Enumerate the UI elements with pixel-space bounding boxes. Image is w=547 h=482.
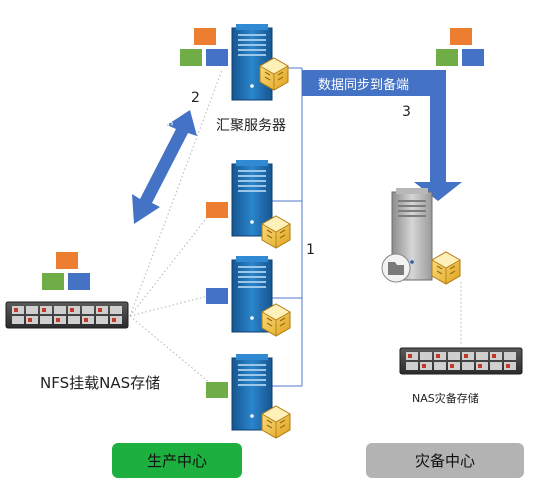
color-blocks-icon (180, 28, 228, 66)
step-two-label: 2 (191, 90, 200, 106)
storage-rack-icon (5, 301, 129, 329)
dr-zone-label: 灾备中心 (414, 452, 475, 470)
production-zone-badge: 生产中心 (112, 443, 242, 478)
nas-link-lines (129, 69, 223, 389)
dr-storage-label: NAS灾备存储 (412, 392, 479, 405)
client-server-b (231, 255, 291, 337)
storage-rack-icon (399, 347, 523, 375)
client-server-c (231, 353, 291, 439)
client-server-a (231, 159, 291, 249)
color-blocks-icon (42, 252, 90, 290)
dr-server (381, 188, 461, 285)
step-one-label: 1 (306, 242, 315, 258)
nas-storage-label: NFS挂载NAS存储 (40, 374, 161, 392)
nas-link-to-server-c (129, 315, 217, 389)
production-zone-label: 生产中心 (146, 452, 207, 470)
green-tag-icon (206, 382, 228, 398)
folder-icon (381, 253, 411, 283)
aggregation-server (231, 23, 289, 101)
db-box-icon (431, 251, 461, 285)
dr-zone-badge: 灾备中心 (366, 443, 524, 478)
aggregation-server-label: 汇聚服务器 (216, 118, 286, 134)
nas-link-to-server-a (129, 205, 217, 317)
sync-arrow (302, 70, 462, 201)
blue-tag-icon (206, 288, 228, 304)
color-blocks-icon (436, 28, 484, 66)
step-three-label: 3 (402, 104, 411, 120)
sync-arrow-label: 数据同步到备端 (318, 78, 410, 93)
readonly-arrow (132, 110, 197, 224)
orange-tag-icon (206, 202, 228, 218)
nas-link-to-server-b (129, 293, 217, 317)
